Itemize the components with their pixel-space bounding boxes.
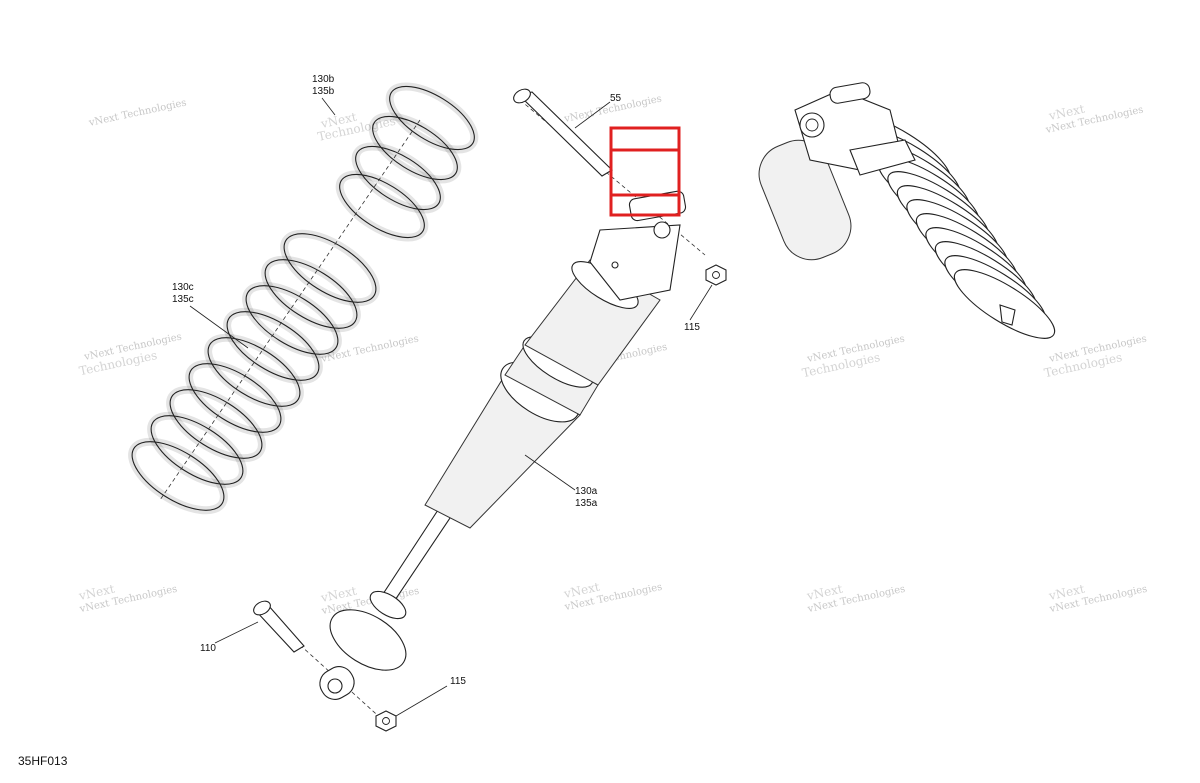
spring-coil [223,307,323,385]
callout-labels: 130b 135b 130c 135c 55 115 130a 135a 110… [18,74,700,768]
watermark: vNext Technologies [87,97,187,129]
highlight-box[interactable] [609,126,681,217]
spring-lower-leader-line [189,305,249,349]
nut-leader-line [689,284,713,321]
bolt-shank [518,91,613,177]
spring-coil [372,115,458,181]
nut-hex [705,264,727,286]
spring-coil [166,385,266,463]
spring-coil [207,337,301,407]
spring-coil [389,85,475,151]
spring-coil [283,233,377,303]
label-shock-130a: 130a [575,486,598,497]
spring-upper-leader-line [321,97,336,116]
watermark: vNext Technologies Technologies [801,334,906,381]
bolt-leader-line [214,621,259,644]
spring-coil [264,259,358,329]
spring-coil [245,285,339,355]
shock-leader-line [524,454,576,491]
shock-bottom-spring-seat [329,609,407,671]
shock-bump-stop [369,590,407,620]
spring-coil [169,389,263,459]
watermark: vNext vNext Technologies [562,580,664,614]
spring-coil [242,281,342,359]
watermark: vNext Technologies Technologies [78,332,183,379]
label-shock-135a: 135a [575,498,598,509]
label-bolt-110: 110 [200,643,216,654]
top-mount-nut[interactable] [689,264,727,321]
svg-text:vNext Technologies: vNext Technologies [87,97,187,129]
label-nut-115-bottom: 115 [450,676,466,687]
spring-coil [339,173,425,239]
shock-absorber[interactable] [299,99,706,723]
figure-code: 35HF013 [18,754,68,768]
watermark: vNext vNext Technologies [77,582,179,616]
spring-coil [185,359,285,437]
shock-bleed-screw [611,261,619,269]
assembled-spring-coil [953,269,1056,339]
spring-coil [261,255,361,333]
watermark: vNext Technologies [316,110,397,144]
shock-bottom-tip [999,304,1016,326]
spring-coil [204,333,304,411]
compression-adjuster [799,112,825,138]
watermark: vNext vNext Technologies [1047,582,1149,616]
watermark: vNext Technologies Technologies [1043,334,1148,381]
label-spring-upper-130b: 130b [312,74,335,85]
bolt-leader-line [574,101,611,129]
reservoir-hose-fitting [849,139,916,176]
top-mount-bolt[interactable] [511,86,613,177]
spring-coil [147,411,247,489]
spring-coil [188,363,282,433]
nut-bore [712,271,720,279]
assembled-shock[interactable] [750,82,1063,350]
reservoir [758,139,852,261]
label-bolt-55: 55 [610,93,622,104]
shock-top-bushing [653,221,671,239]
spring-coil [226,311,320,381]
spring-coil [128,437,228,515]
spring-coil [280,229,380,307]
shock-head-eyelet [829,82,871,104]
watermark: vNext vNext Technologies [805,582,907,616]
bottom-mount-nut[interactable] [375,685,448,732]
label-nut-115-top: 115 [684,322,700,333]
spring-coil [355,145,441,211]
bolt-head [253,600,271,616]
bolt-head [513,88,531,104]
watermark: vNext vNext Technologies [1044,102,1144,136]
label-spring-lower-130c: 130c [172,282,194,293]
label-spring-upper-135b: 135b [312,86,335,97]
bottom-mount-bolt[interactable] [214,598,305,653]
label-spring-lower-135c: 135c [172,294,194,305]
coil-spring[interactable] [121,74,484,524]
nut-bore [382,717,390,725]
nut-leader-line [395,685,448,717]
nut-hex [375,710,397,732]
highlight-rect [609,126,681,217]
spring-coil [150,415,244,485]
adjuster-center [805,118,819,132]
shock-bottom-bushing [327,678,343,694]
